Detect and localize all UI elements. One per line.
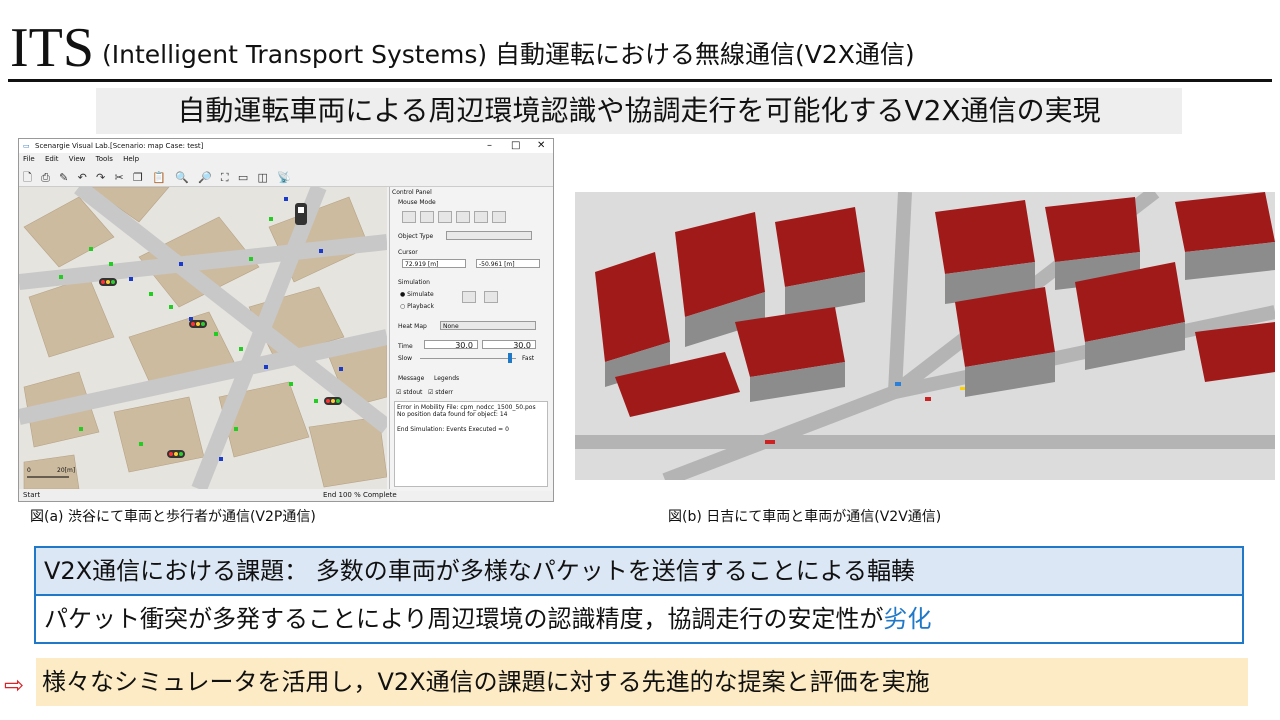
log-line: No position data found for object: 14 xyxy=(397,411,508,418)
rotate-tool-button[interactable] xyxy=(420,211,434,223)
conclusion-box: 様々なシミュレータを活用し，V2X通信の課題に対する先進的な提案と評価を実施 xyxy=(36,658,1248,706)
sim-statusbar: Start End 100 % Complete xyxy=(19,489,397,501)
right-arrow-icon: ⇨ xyxy=(4,671,25,699)
select-tool-button[interactable] xyxy=(402,211,416,223)
play-button[interactable] xyxy=(462,291,476,303)
copy-icon[interactable]: ❐ xyxy=(132,171,143,184)
caption-figure-a: 図(a) 渋谷にて車両と歩行者が通信(V2P通信) xyxy=(30,509,316,525)
zoom-in-icon[interactable]: 🔍 xyxy=(175,171,189,184)
step-button[interactable] xyxy=(484,291,498,303)
redo-icon[interactable]: ↷ xyxy=(96,171,106,184)
speed-slider-thumb[interactable] xyxy=(508,353,512,363)
menu-view[interactable]: View xyxy=(68,155,86,163)
cp-fast-label: Fast xyxy=(522,355,535,362)
title-row: ITS (Intelligent Transport Systems) 自動運転… xyxy=(10,18,1270,80)
traffic-light-icon xyxy=(99,278,342,458)
new-file-icon[interactable]: 🗋 xyxy=(23,171,32,184)
stdout-checkbox[interactable]: ☑ stdout xyxy=(396,389,423,396)
line-tool-button[interactable] xyxy=(474,211,488,223)
maximize-button[interactable]: □ xyxy=(511,140,521,151)
title-underline xyxy=(8,79,1272,82)
time-field-2[interactable]: 30.0 xyxy=(482,340,536,350)
object-type-select[interactable] xyxy=(446,231,532,240)
title-its: ITS xyxy=(10,17,94,79)
sim-titlebar: ▭ Scenargie Visual Lab.[Scenario: map Ca… xyxy=(19,139,553,153)
log-line: End Simulation: Events Executed = 0 xyxy=(397,426,509,433)
cp-title: Control Panel xyxy=(392,189,432,196)
pedestrian-signal-icon xyxy=(295,203,307,225)
sim-window-title: Scenargie Visual Lab.[Scenario: map Case… xyxy=(35,142,204,150)
issue-detail-box: パケット衝突が多発することにより周辺環境の認識精度，協調走行の安定性が劣化 xyxy=(34,594,1244,644)
message-log: Error in Mobility File: cpm_nodcc_1500_5… xyxy=(394,401,548,487)
cp-slow-label: Slow xyxy=(398,355,413,362)
columns-tool-button[interactable] xyxy=(456,211,470,223)
app-icon: ▭ xyxy=(23,142,30,150)
close-button[interactable]: ✕ xyxy=(537,140,546,151)
issue-box: V2X通信における課題： 多数の車両が多様なパケットを送信することによる輻輳 xyxy=(34,546,1244,596)
edge-tool-button[interactable] xyxy=(492,211,506,223)
layers-icon[interactable]: ◫ xyxy=(257,171,268,184)
caption-figure-b: 図(b) 日吉にて車両と車両が通信(V2V通信) xyxy=(668,509,942,525)
cut-icon[interactable]: ✂ xyxy=(114,171,124,184)
sim-map[interactable]: 0 20[m] xyxy=(19,187,387,489)
stderr-checkbox[interactable]: ☑ stderr xyxy=(428,389,454,396)
cp-heatmap-label: Heat Map xyxy=(398,323,427,330)
vehicle-car xyxy=(895,382,901,386)
status-left: Start xyxy=(23,491,41,499)
paste-icon[interactable]: 📋 xyxy=(152,171,166,184)
tab-message[interactable]: Message xyxy=(398,375,425,382)
scale-label: 20[m] xyxy=(57,467,76,474)
map-canvas xyxy=(19,187,387,489)
fit-icon[interactable]: ⛶ xyxy=(220,171,229,184)
vehicle-car xyxy=(765,440,775,444)
sim-toolbar: 🗋 ⎙ ✎ ↶ ↷ ✂ ❐ 📋 🔍 🔎 ⛶ ▭ ◫ 📡 xyxy=(19,166,553,187)
minimize-button[interactable]: – xyxy=(487,140,492,151)
playback-radio[interactable]: ○ Playback xyxy=(400,303,434,310)
menu-tools[interactable]: Tools xyxy=(95,155,113,163)
issue-detail-highlight: 劣化 xyxy=(883,605,932,633)
map-nodes xyxy=(59,197,343,461)
antenna-icon[interactable]: 📡 xyxy=(277,171,291,184)
menu-edit[interactable]: Edit xyxy=(44,155,59,163)
cp-simulation-label: Simulation xyxy=(398,279,430,286)
menu-help[interactable]: Help xyxy=(123,155,140,163)
cp-cursor-label: Cursor xyxy=(398,249,418,256)
speed-slider[interactable] xyxy=(420,358,516,359)
issue-detail-text: パケット衝突が多発することにより周辺環境の認識精度，協調走行の安定性が xyxy=(44,605,884,633)
cp-mouse-mode: Mouse Mode xyxy=(398,199,436,206)
undo-icon[interactable]: ↶ xyxy=(77,171,87,184)
v2v-3d-scene xyxy=(575,192,1275,480)
window-icon[interactable]: ▭ xyxy=(237,171,249,184)
heatmap-select[interactable]: None xyxy=(440,321,536,330)
cursor-y-field[interactable]: -50.961 [m] xyxy=(476,259,540,268)
simulator-window: ▭ Scenargie Visual Lab.[Scenario: map Ca… xyxy=(18,138,554,502)
status-right: End 100 % Complete xyxy=(323,491,397,499)
print-icon[interactable]: ⎙ xyxy=(41,171,50,184)
scene-canvas xyxy=(575,192,1275,480)
cp-object-type: Object Type xyxy=(398,233,434,240)
title-text: (Intelligent Transport Systems) 自動運転における… xyxy=(102,40,915,69)
zoom-out-icon[interactable]: 🔎 xyxy=(197,171,212,184)
cp-time-label: Time xyxy=(398,343,413,350)
subtitle: 自動運転車両による周辺環境認識や協調走行を可能化するV2X通信の実現 xyxy=(96,88,1182,134)
menu-file[interactable]: File xyxy=(23,155,35,163)
sim-menubar: File Edit View Tools Help xyxy=(19,155,553,165)
vehicle-car xyxy=(925,397,931,401)
control-panel: Control Panel Mouse Mode Object Type Cur… xyxy=(389,187,553,491)
tab-legends[interactable]: Legends xyxy=(434,375,460,382)
pencil-icon[interactable]: ✎ xyxy=(59,171,69,184)
rect-tool-button[interactable] xyxy=(438,211,452,223)
time-field-1[interactable]: 30.0 xyxy=(424,340,478,350)
cursor-x-field[interactable]: 72.919 [m] xyxy=(402,259,466,268)
simulate-radio[interactable]: ● Simulate xyxy=(400,291,434,298)
scale-zero: 0 xyxy=(27,467,31,474)
buildings xyxy=(595,192,1275,417)
log-line: Error in Mobility File: cpm_nodcc_1500_5… xyxy=(397,404,536,411)
vehicle-car xyxy=(960,387,965,390)
